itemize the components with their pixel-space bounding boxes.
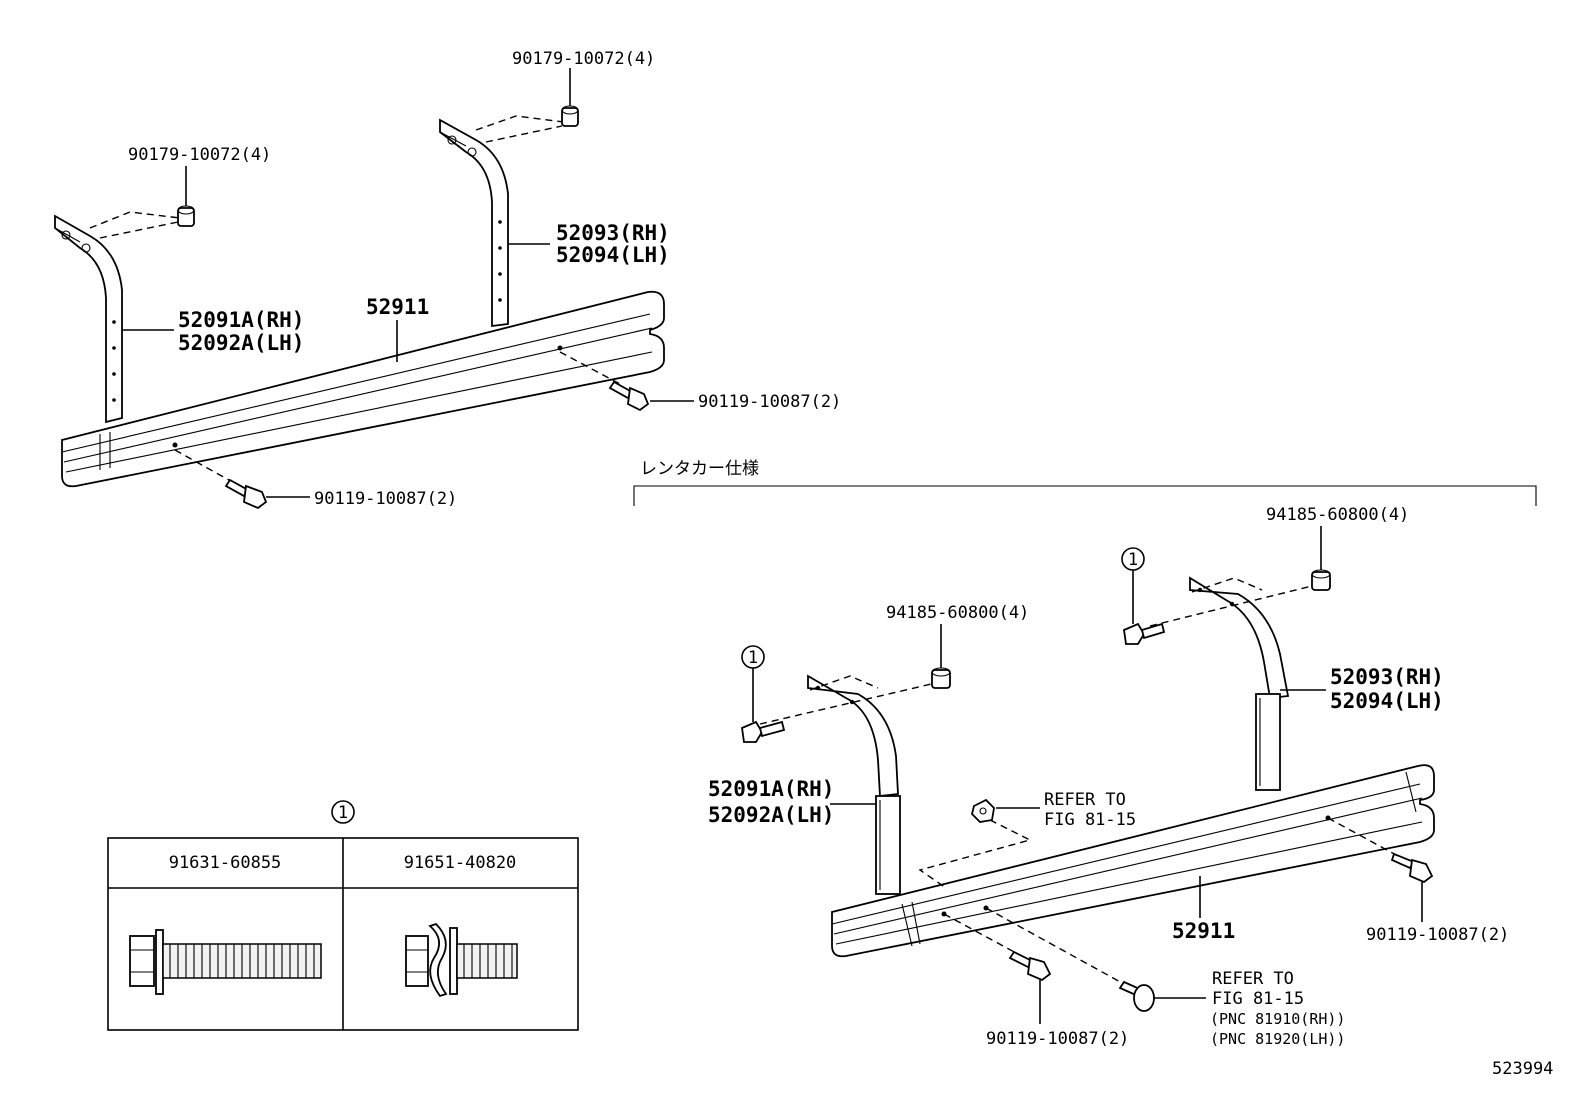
top-step-label: 52911	[366, 295, 429, 319]
rental-rear-bracket	[1149, 576, 1321, 791]
top-front-bracket	[54, 211, 181, 424]
top-bolt-right-icon	[559, 351, 650, 412]
rental-bracket-front-label-lh: 52092A(LH)	[708, 803, 834, 827]
rental-refer-upper-nut-icon	[918, 798, 1032, 889]
legend-col-1-label: 91631-60855	[169, 853, 282, 873]
rental-bracket-rear-label-rh: 52093(RH)	[1330, 665, 1444, 689]
legend-table: 1 91631-60855 91651-40820	[107, 800, 579, 1031]
rental-bolt-rear-icon	[1123, 622, 1166, 645]
top-nut-front-icon	[177, 205, 195, 227]
diagram-id: 523994	[1492, 1059, 1553, 1079]
rental-refer-upper-line1: REFER TO	[1044, 790, 1126, 810]
svg-text:1: 1	[748, 648, 758, 668]
rental-section-title: レンタカー仕様	[640, 459, 759, 479]
rental-bracket-front-label-rh: 52091A(RH)	[708, 777, 834, 801]
rental-refer-lower-icon	[985, 907, 1206, 1012]
rental-bolt-bottom-icon	[943, 913, 1052, 1024]
rental-bolt-front-icon	[741, 720, 786, 743]
legend-col-2-label: 91651-40820	[404, 853, 517, 873]
rental-bolt-right-icon	[1327, 817, 1434, 922]
legend-marker: 1	[331, 800, 355, 824]
top-bracket-front-label-lh: 52092A(LH)	[178, 331, 304, 355]
top-nut-front-label: 90179-10072(4)	[128, 145, 271, 165]
rental-nut-front-icon	[931, 667, 951, 689]
top-assembly: 90179-10072(4) 90179-10072(4) 52093(RH) …	[54, 49, 841, 510]
rental-refer-lower-line1: REFER TO	[1212, 969, 1294, 989]
rental-refer-lower-pnc-rh: (PNC 81910(RH))	[1210, 1010, 1345, 1028]
top-bracket-rear-label-lh: 52094(LH)	[556, 243, 670, 267]
top-bolt-left-icon	[174, 449, 268, 510]
rental-step-label: 52911	[1172, 919, 1235, 943]
top-step-board	[61, 290, 665, 488]
rental-nut-rear-icon	[1311, 569, 1331, 591]
svg-text:1: 1	[1128, 550, 1138, 570]
rental-refer-upper-line2: FIG 81-15	[1044, 810, 1136, 830]
top-bracket-front-label-rh: 52091A(RH)	[178, 308, 304, 332]
rental-front-bracket	[759, 674, 941, 895]
top-nut-rear-label: 90179-10072(4)	[512, 49, 655, 69]
top-rear-bracket	[439, 115, 565, 328]
rental-nut-front-label: 94185-60800(4)	[886, 603, 1029, 623]
top-bracket-rear-label-rh: 52093(RH)	[556, 221, 670, 245]
rental-bolt-bottom-label: 90119-10087(2)	[986, 1029, 1129, 1049]
rental-bolt-right-label: 90119-10087(2)	[1366, 925, 1509, 945]
top-nut-rear-icon	[561, 105, 579, 127]
rental-refer-lower-line2: FIG 81-15	[1212, 989, 1304, 1009]
rental-nut-rear-label: 94185-60800(4)	[1266, 505, 1409, 525]
top-bolt-right-label: 90119-10087(2)	[698, 392, 841, 412]
legend-flange-bolt-icon	[129, 929, 322, 995]
rental-circle-marker-front: 1	[741, 645, 765, 722]
svg-text:1: 1	[338, 803, 348, 823]
rental-section: レンタカー仕様	[633, 459, 1537, 1049]
rental-circle-marker-rear: 1	[1121, 547, 1145, 624]
rental-refer-lower-pnc-lh: (PNC 81920(LH))	[1210, 1030, 1345, 1048]
rental-bracket-rear-label-lh: 52094(LH)	[1330, 689, 1444, 713]
rental-step-board	[831, 764, 1435, 958]
legend-washer-bolt-icon	[405, 922, 518, 998]
top-bolt-left-label: 90119-10087(2)	[314, 489, 457, 509]
